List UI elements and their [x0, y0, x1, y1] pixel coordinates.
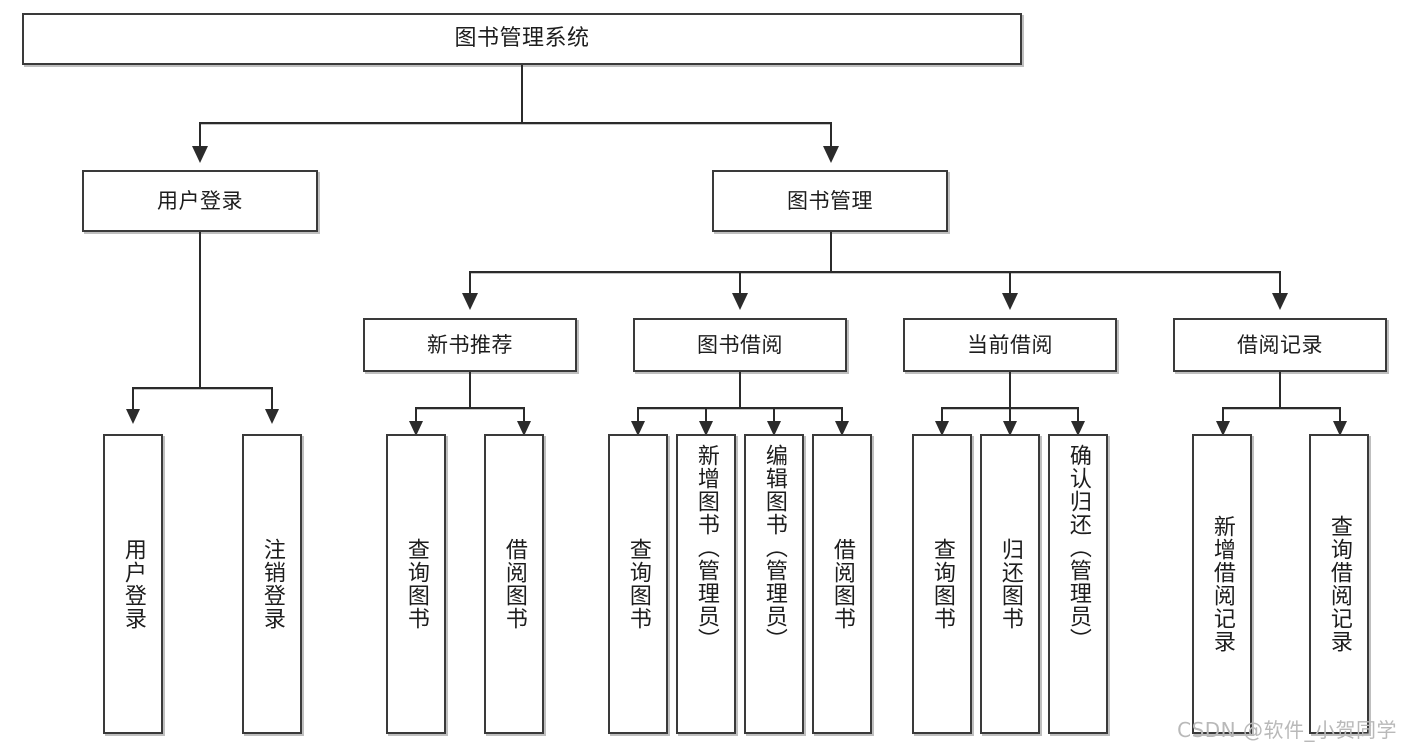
node-label: 借阅图书 [829, 538, 855, 630]
connector-book-borrow-leaf4 [841, 407, 843, 423]
connector-borrow-record-leaf1 [1222, 407, 1224, 423]
node-new-book-recommend[interactable]: 新书推荐 [363, 318, 577, 372]
connector-current-borrow-leaf1 [941, 407, 943, 423]
leaf-add-borrow-record[interactable]: 新增借阅记录 [1192, 434, 1252, 734]
node-label: 查询图书 [403, 538, 429, 630]
arrowhead-borrow-record [1272, 293, 1288, 310]
leaf-query-book-borrow[interactable]: 查询图书 [608, 434, 668, 734]
arrowhead-book-borrow [732, 293, 748, 310]
arrowhead-leaf-add-record [1216, 421, 1230, 436]
arrowhead-leaf-borrow-book-2 [835, 421, 849, 436]
arrowhead-leaf-borrow-book-1 [517, 421, 531, 436]
arrowhead-leaf-query-record [1333, 421, 1347, 436]
node-current-borrow[interactable]: 当前借阅 [903, 318, 1117, 372]
connector-level3-bus [469, 271, 1280, 273]
connector-book-manage-stem [830, 232, 832, 272]
node-label: 图书管理系统 [454, 26, 590, 52]
node-label: 新增图书（管理员） [693, 444, 719, 651]
connector-to-new-book [469, 271, 471, 293]
connector-borrow-record-stem [1279, 372, 1281, 408]
connector-book-borrow-bus [637, 407, 842, 409]
connector-user-login-stem [199, 232, 201, 388]
connector-borrow-record-leaf2 [1339, 407, 1341, 423]
connector-root-stem [521, 65, 523, 123]
node-borrow-record[interactable]: 借阅记录 [1173, 318, 1387, 372]
leaf-edit-book-admin[interactable]: 编辑图书（管理员） [744, 434, 804, 734]
node-book-borrow[interactable]: 图书借阅 [633, 318, 847, 372]
connector-current-borrow-leaf3 [1077, 407, 1079, 423]
connector-borrow-record-bus [1222, 407, 1339, 409]
leaf-return-book[interactable]: 归还图书 [980, 434, 1040, 734]
leaf-query-book-recommend[interactable]: 查询图书 [386, 434, 446, 734]
arrowhead-leaf-add-book [699, 421, 713, 436]
connector-new-book-bus [415, 407, 524, 409]
node-label: 确认归还（管理员） [1065, 444, 1091, 651]
arrowhead-current-borrow [1002, 293, 1018, 310]
leaf-add-book-admin[interactable]: 新增图书（管理员） [676, 434, 736, 734]
connector-current-borrow-leaf2 [1009, 407, 1011, 423]
arrowhead-user-login [192, 146, 208, 163]
csdn-watermark: CSDN @软件_小贺同学 [1177, 718, 1397, 742]
connector-to-borrow-record [1279, 271, 1281, 293]
leaf-user-login[interactable]: 用户登录 [103, 434, 163, 734]
arrowhead-leaf-user-login [126, 409, 140, 424]
node-label: 归还图书 [997, 538, 1023, 630]
leaf-borrow-book[interactable]: 借阅图书 [812, 434, 872, 734]
node-label: 用户登录 [120, 538, 146, 630]
arrowhead-leaf-edit-book [767, 421, 781, 436]
arrowhead-leaf-return-book [1003, 421, 1017, 436]
node-label: 查询图书 [929, 538, 955, 630]
connector-current-borrow-stem [1009, 372, 1011, 408]
arrowhead-leaf-query-book-2 [631, 421, 645, 436]
connector-new-book-leaf1 [415, 407, 417, 423]
connector-user-login-bus [132, 387, 271, 389]
connector-to-current-borrow [1009, 271, 1011, 293]
node-label: 图书管理 [787, 188, 873, 213]
connector-to-book-borrow [739, 271, 741, 293]
leaf-logout[interactable]: 注销登录 [242, 434, 302, 734]
connector-book-borrow-stem [739, 372, 741, 408]
arrowhead-leaf-confirm-return [1071, 421, 1085, 436]
node-label: 新增借阅记录 [1209, 515, 1235, 653]
node-label: 借阅记录 [1237, 332, 1323, 357]
node-root-system[interactable]: 图书管理系统 [22, 13, 1022, 65]
connector-user-login-leaf2 [271, 387, 273, 409]
connector-to-user-login [199, 122, 201, 146]
node-label: 图书借阅 [697, 332, 783, 357]
node-label: 注销登录 [259, 538, 285, 630]
leaf-query-borrow-record[interactable]: 查询借阅记录 [1309, 434, 1369, 734]
arrowhead-leaf-query-book-3 [935, 421, 949, 436]
node-book-management[interactable]: 图书管理 [712, 170, 948, 232]
connector-book-borrow-leaf1 [637, 407, 639, 423]
node-label: 查询图书 [625, 538, 651, 630]
arrowhead-new-book [462, 293, 478, 310]
connector-new-book-leaf2 [523, 407, 525, 423]
connector-user-login-leaf1 [132, 387, 134, 409]
arrowhead-leaf-logout [265, 409, 279, 424]
connector-to-book-manage [830, 122, 832, 146]
leaf-borrow-book-recommend[interactable]: 借阅图书 [484, 434, 544, 734]
node-user-login[interactable]: 用户登录 [82, 170, 318, 232]
node-label: 用户登录 [157, 188, 243, 213]
leaf-query-book-current[interactable]: 查询图书 [912, 434, 972, 734]
node-label: 编辑图书（管理员） [761, 444, 787, 651]
leaf-confirm-return-admin[interactable]: 确认归还（管理员） [1048, 434, 1108, 734]
connector-book-borrow-leaf3 [773, 407, 775, 423]
node-label: 当前借阅 [967, 332, 1053, 357]
node-label: 借阅图书 [501, 538, 527, 630]
node-label: 查询借阅记录 [1326, 515, 1352, 653]
arrowhead-book-manage [823, 146, 839, 163]
arrowhead-leaf-query-book-1 [409, 421, 423, 436]
node-label: 新书推荐 [427, 332, 513, 357]
connector-book-borrow-leaf2 [705, 407, 707, 423]
connector-level2-bus [199, 122, 831, 124]
connector-new-book-stem [469, 372, 471, 408]
